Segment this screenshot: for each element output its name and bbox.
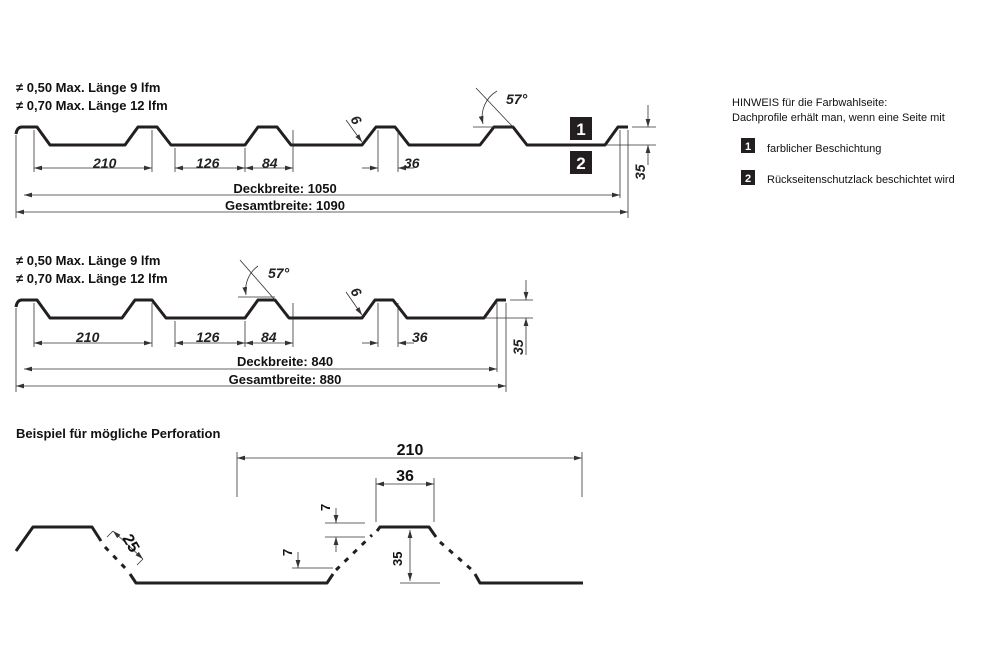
profile-1-note-2: ≠ 0,70 Max. Länge 12 lfm [16, 98, 168, 113]
profile-2-total-width: Gesamtbreite: 880 [229, 372, 342, 387]
profile-1-dim-84: 84 [262, 155, 278, 171]
marker-1-box [570, 117, 592, 140]
profile-1-note-1: ≠ 0,50 Max. Länge 9 lfm [16, 80, 160, 95]
profile-2-height: 35 [510, 339, 526, 355]
profile-1-dim-210: 210 [92, 155, 117, 171]
profile-2: ≠ 0,50 Max. Länge 9 lfm ≠ 0,70 Max. Läng… [14, 253, 533, 392]
profile-1-shape [14, 125, 628, 147]
hint-panel: HINWEIS für die Farbwahlseite: Dachprofi… [732, 97, 955, 186]
perforation-title: Beispiel für mögliche Perforation [16, 426, 220, 441]
profile-2-dim-126: 126 [196, 329, 220, 345]
profile-2-dimension-lines [15, 259, 533, 392]
hint-item-1-number: 1 [745, 141, 751, 153]
marker-1: 1 [576, 120, 585, 139]
profile-2-cover-width: Deckbreite: 840 [237, 354, 333, 369]
marker-2-box [570, 151, 592, 174]
perforation-dim-210: 210 [397, 442, 424, 459]
hint-line-2: Dachprofile erhält man, wenn eine Seite … [732, 112, 945, 124]
profile-1-dimension-lines [15, 87, 656, 218]
profile-2-shape [14, 298, 506, 320]
profile-1-dim-36: 36 [404, 155, 420, 171]
perforation-dim-7-bottom: 7 [280, 549, 295, 556]
perforation-dim-36: 36 [396, 468, 414, 485]
profile-2-dim-84: 84 [261, 329, 277, 345]
hint-item-2-number: 2 [745, 173, 751, 185]
marker-2: 2 [576, 154, 585, 173]
profile-1: ≠ 0,50 Max. Länge 9 lfm ≠ 0,70 Max. Läng… [14, 80, 656, 218]
perforation-detail: Beispiel für mögliche Perforation 210 36… [14, 426, 583, 585]
perforation-dim-25: 25 [119, 532, 143, 556]
profile-2-note-1: ≠ 0,50 Max. Länge 9 lfm [16, 253, 160, 268]
profile-2-dim-210: 210 [75, 329, 100, 345]
perforation-holes [103, 533, 473, 573]
hint-line-1: HINWEIS für die Farbwahlseite: [732, 97, 887, 109]
hint-item-2: Rückseitenschutzlack beschichtet wird [767, 174, 955, 186]
profile-2-dim-36: 36 [412, 329, 428, 345]
hint-item-2-box [741, 170, 755, 185]
profile-1-total-width: Gesamtbreite: 1090 [225, 198, 345, 213]
perforation-shape [14, 525, 583, 585]
profile-1-cover-width: Deckbreite: 1050 [233, 181, 336, 196]
perforation-dimension-lines [106, 452, 583, 584]
profile-1-dim-126: 126 [196, 155, 220, 171]
profile-1-angle: 57° [506, 91, 528, 107]
profile-1-height: 35 [632, 164, 648, 180]
profile-2-note-2: ≠ 0,70 Max. Länge 12 lfm [16, 271, 168, 286]
perforation-dim-7-top: 7 [318, 504, 333, 511]
perforation-dim-35: 35 [390, 552, 405, 566]
profile-2-angle: 57° [268, 265, 290, 281]
hint-item-1-box [741, 138, 755, 153]
hint-item-1: farblicher Beschichtung [767, 143, 881, 155]
